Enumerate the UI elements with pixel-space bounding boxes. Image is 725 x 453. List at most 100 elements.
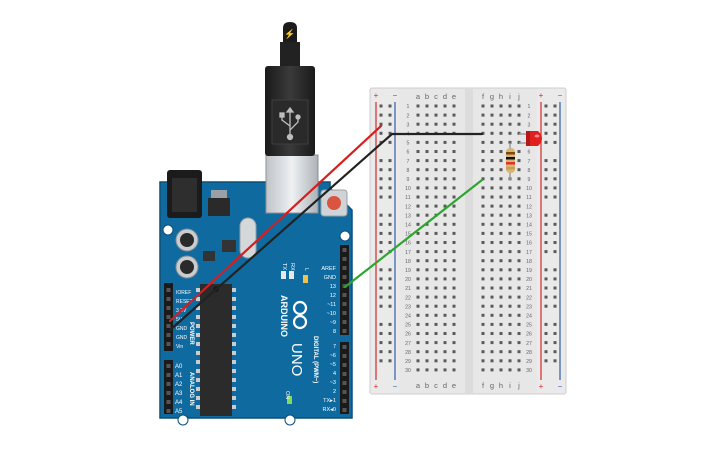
rail-hole[interactable] <box>379 304 383 308</box>
rail-hole[interactable] <box>553 140 557 144</box>
breadboard-hole[interactable] <box>508 295 512 299</box>
breadboard-hole[interactable] <box>517 332 521 335</box>
breadboard-hole[interactable] <box>499 177 503 181</box>
rail-hole[interactable] <box>388 113 392 117</box>
breadboard-hole[interactable] <box>443 231 447 235</box>
rail-hole[interactable] <box>553 268 557 272</box>
rail-hole[interactable] <box>544 295 548 299</box>
header-hole[interactable] <box>166 297 171 301</box>
rail-hole[interactable] <box>388 222 392 226</box>
breadboard-hole[interactable] <box>443 150 447 153</box>
breadboard-hole[interactable] <box>508 359 512 363</box>
breadboard-hole[interactable] <box>443 140 447 144</box>
breadboard-hole[interactable] <box>416 322 420 326</box>
breadboard-hole[interactable] <box>425 113 429 117</box>
breadboard-hole[interactable] <box>434 368 438 372</box>
rail-hole[interactable] <box>379 213 383 217</box>
breadboard-hole[interactable] <box>517 241 521 244</box>
breadboard-hole[interactable] <box>508 341 512 345</box>
breadboard-hole[interactable] <box>425 195 429 199</box>
breadboard-hole[interactable] <box>481 150 485 153</box>
header-hole[interactable] <box>342 381 347 385</box>
breadboard-hole[interactable] <box>452 277 456 281</box>
rail-hole[interactable] <box>544 277 548 281</box>
breadboard-hole[interactable] <box>434 177 438 181</box>
rail-hole[interactable] <box>379 104 383 108</box>
breadboard-hole[interactable] <box>508 113 512 117</box>
breadboard-hole[interactable] <box>425 241 429 244</box>
rail-hole[interactable] <box>379 122 383 126</box>
header-hole[interactable] <box>166 382 171 386</box>
breadboard-hole[interactable] <box>508 131 512 135</box>
breadboard-hole[interactable] <box>434 277 438 281</box>
rail-hole[interactable] <box>388 104 392 108</box>
breadboard-hole[interactable] <box>443 113 447 117</box>
breadboard-hole[interactable] <box>452 222 456 226</box>
breadboard-hole[interactable] <box>517 213 521 217</box>
breadboard-hole[interactable] <box>481 195 485 199</box>
breadboard-hole[interactable] <box>490 332 494 335</box>
breadboard-hole[interactable] <box>434 140 438 144</box>
breadboard-hole[interactable] <box>490 113 494 117</box>
breadboard-hole[interactable] <box>452 195 456 199</box>
breadboard-hole[interactable] <box>443 268 447 272</box>
rail-hole[interactable] <box>379 268 383 272</box>
breadboard-hole[interactable] <box>416 359 420 363</box>
rail-hole[interactable] <box>388 213 392 217</box>
rail-hole[interactable] <box>553 332 557 335</box>
breadboard-hole[interactable] <box>452 168 456 172</box>
breadboard-hole[interactable] <box>490 250 494 254</box>
breadboard-hole[interactable] <box>416 213 420 217</box>
breadboard-hole[interactable] <box>443 159 447 163</box>
header-hole[interactable] <box>342 399 347 403</box>
breadboard-hole[interactable] <box>434 204 438 208</box>
rail-hole[interactable] <box>379 113 383 117</box>
breadboard-hole[interactable] <box>434 268 438 272</box>
rail-hole[interactable] <box>553 286 557 290</box>
breadboard-hole[interactable] <box>508 222 512 226</box>
header-hole[interactable] <box>342 275 347 279</box>
header-hole[interactable] <box>342 390 347 394</box>
breadboard-hole[interactable] <box>452 122 456 126</box>
breadboard-hole[interactable] <box>443 168 447 172</box>
breadboard-hole[interactable] <box>481 186 485 190</box>
rail-hole[interactable] <box>544 359 548 363</box>
breadboard-hole[interactable] <box>416 332 420 335</box>
breadboard-hole[interactable] <box>490 168 494 172</box>
breadboard-hole[interactable] <box>499 332 503 335</box>
breadboard-hole[interactable] <box>499 131 503 135</box>
breadboard-hole[interactable] <box>425 250 429 254</box>
breadboard-hole[interactable] <box>517 195 521 199</box>
breadboard-hole[interactable] <box>425 177 429 181</box>
breadboard-hole[interactable] <box>508 350 512 354</box>
breadboard-hole[interactable] <box>490 131 494 135</box>
breadboard-hole[interactable] <box>452 286 456 290</box>
breadboard-hole[interactable] <box>499 195 503 199</box>
breadboard-hole[interactable] <box>425 368 429 372</box>
breadboard-hole[interactable] <box>443 204 447 208</box>
breadboard-hole[interactable] <box>517 250 521 254</box>
breadboard-hole[interactable] <box>434 332 438 335</box>
breadboard-hole[interactable] <box>490 231 494 235</box>
breadboard-hole[interactable] <box>434 186 438 190</box>
breadboard-hole[interactable] <box>481 341 485 345</box>
breadboard-hole[interactable] <box>434 113 438 117</box>
breadboard-hole[interactable] <box>425 286 429 290</box>
breadboard-hole[interactable] <box>425 332 429 335</box>
breadboard-hole[interactable] <box>416 277 420 281</box>
breadboard-hole[interactable] <box>481 177 485 181</box>
breadboard-hole[interactable] <box>508 195 512 199</box>
breadboard-hole[interactable] <box>425 104 429 108</box>
breadboard-hole[interactable] <box>443 304 447 308</box>
breadboard-hole[interactable] <box>443 195 447 199</box>
header-hole[interactable] <box>342 320 347 324</box>
breadboard-hole[interactable] <box>434 195 438 199</box>
breadboard-hole[interactable] <box>490 195 494 199</box>
breadboard-hole[interactable] <box>499 313 503 317</box>
breadboard-hole[interactable] <box>490 341 494 345</box>
rail-hole[interactable] <box>544 177 548 181</box>
breadboard-hole[interactable] <box>443 313 447 317</box>
breadboard-hole[interactable] <box>517 259 521 263</box>
breadboard-hole[interactable] <box>425 122 429 126</box>
rail-hole[interactable] <box>379 231 383 235</box>
